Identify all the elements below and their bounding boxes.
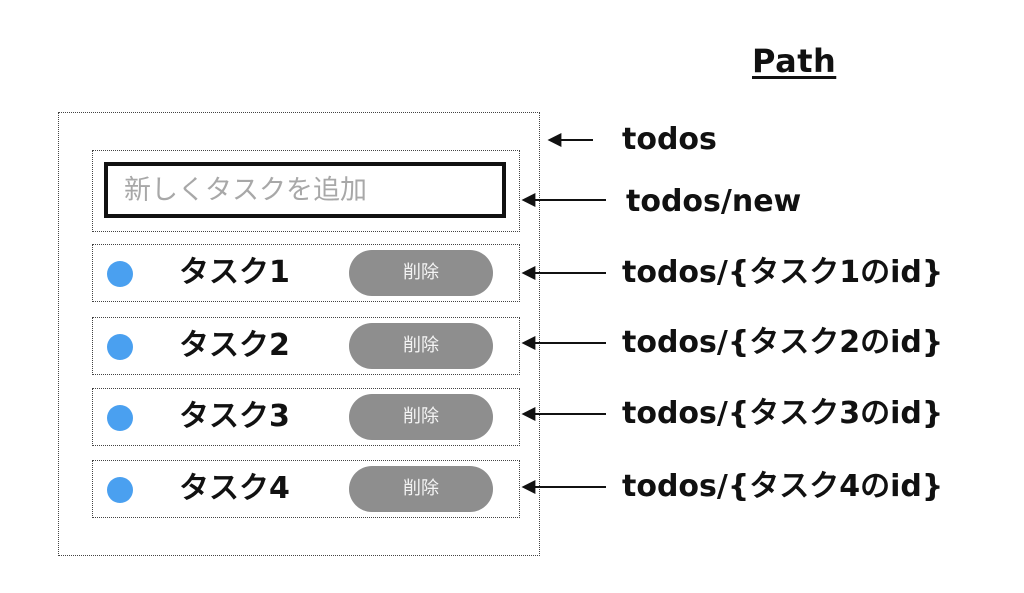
delete-button[interactable]: 削除 [349, 394, 493, 440]
task-label: タスク1 [179, 255, 290, 290]
task-label: タスク4 [179, 471, 290, 506]
new-task-input[interactable] [104, 162, 506, 218]
task-label: タスク3 [179, 399, 290, 434]
todos-container [58, 112, 540, 556]
status-dot[interactable] [107, 405, 133, 431]
task-label: タスク2 [179, 328, 290, 363]
status-dot[interactable] [107, 477, 133, 503]
delete-button[interactable]: 削除 [349, 466, 493, 512]
task-row: タスク1 削除 [92, 244, 520, 302]
path-label-task2: todos/{タスク2のid} [622, 325, 944, 360]
path-label-task1: todos/{タスク1のid} [622, 255, 944, 290]
delete-button[interactable]: 削除 [349, 250, 493, 296]
task-row: タスク3 削除 [92, 388, 520, 446]
path-label-task4: todos/{タスク4のid} [622, 469, 944, 504]
new-task-region [92, 150, 520, 232]
path-label-todos: todos [622, 122, 717, 157]
status-dot[interactable] [107, 261, 133, 287]
delete-button[interactable]: 削除 [349, 323, 493, 369]
path-heading: Path [752, 42, 837, 80]
task-row: タスク2 削除 [92, 317, 520, 375]
path-label-todos-new: todos/new [626, 184, 802, 219]
status-dot[interactable] [107, 334, 133, 360]
path-label-task3: todos/{タスク3のid} [622, 396, 944, 431]
task-row: タスク4 削除 [92, 460, 520, 518]
